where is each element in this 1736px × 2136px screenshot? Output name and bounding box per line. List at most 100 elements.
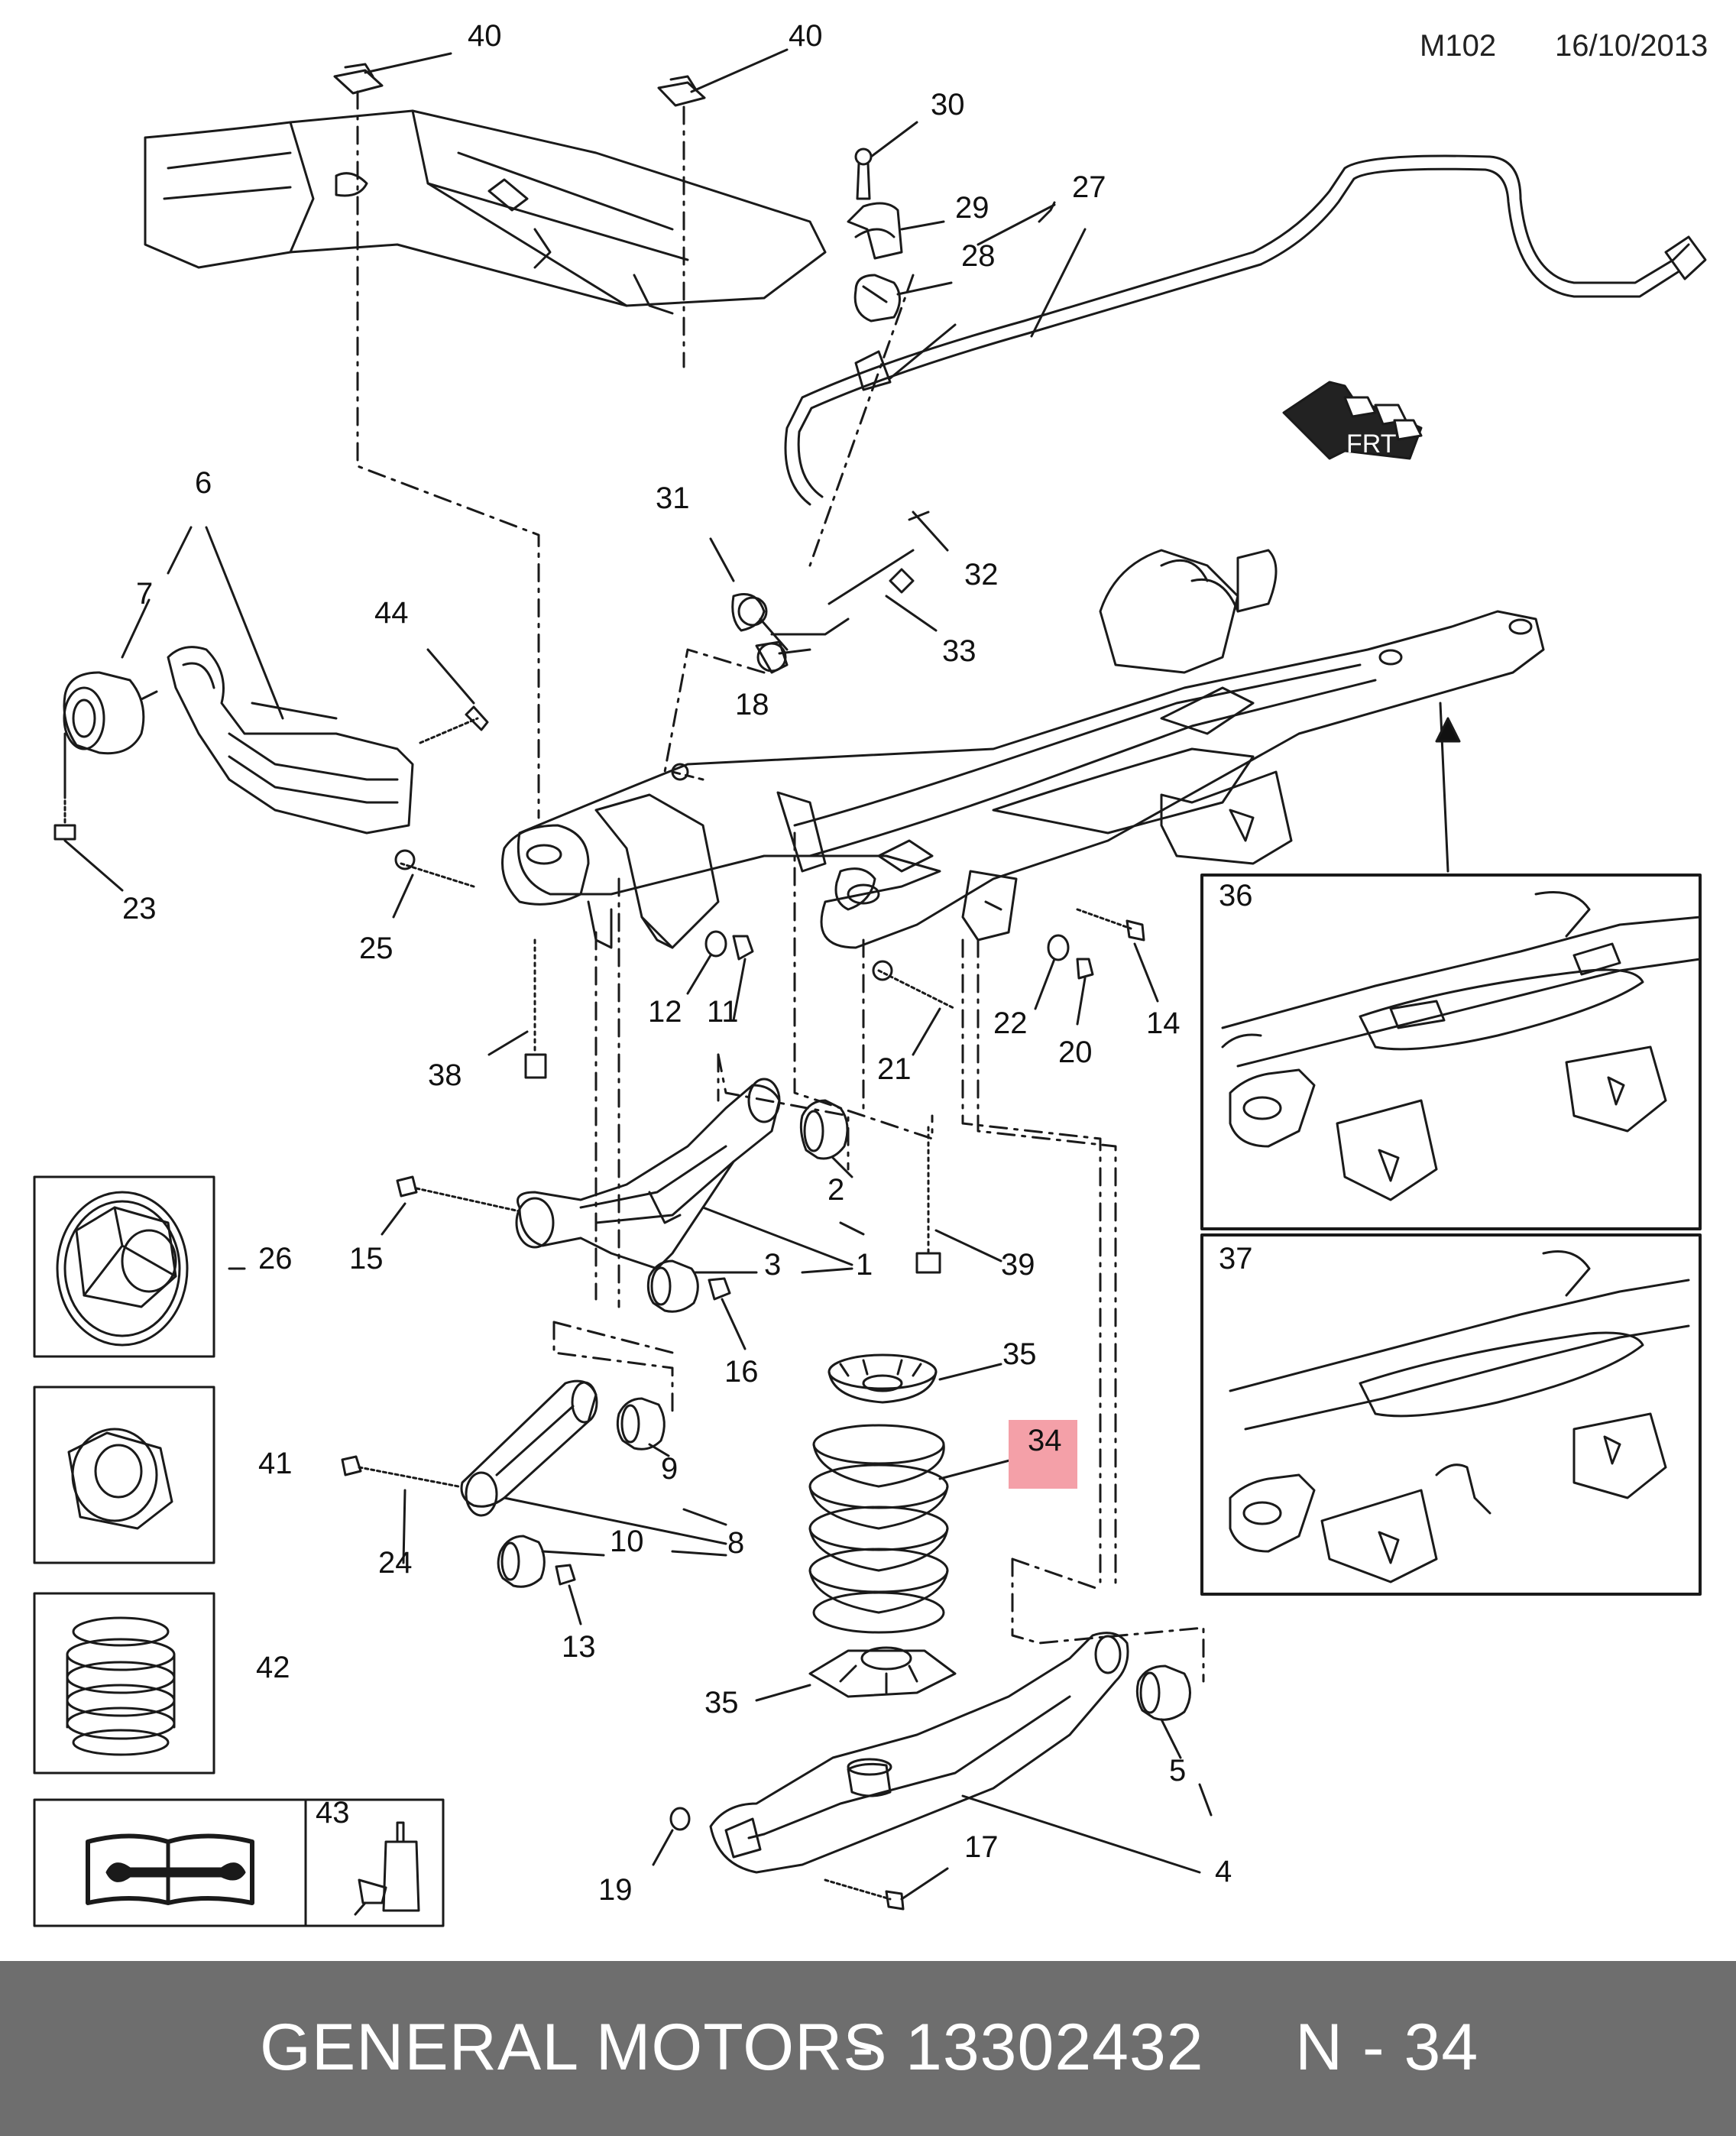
- part-22-washer: [1047, 934, 1070, 961]
- body-frame-rail: [144, 109, 827, 315]
- callout-3: 3: [764, 1248, 781, 1282]
- callout-2: 2: [828, 1173, 844, 1207]
- bellows-boot-icon: [66, 1616, 176, 1756]
- part-11-nut: [732, 935, 754, 961]
- part-3-bushing: [646, 1259, 699, 1313]
- hex-nut-icon: [67, 1428, 173, 1530]
- part-25-bolt: [394, 849, 475, 888]
- callout-10: 10: [610, 1525, 644, 1558]
- part-14-bolt: [1076, 908, 1145, 942]
- callout-29: 29: [955, 191, 989, 225]
- rear-subframe-crossmember: [517, 549, 1545, 949]
- footer-separator: -: [852, 2011, 875, 2084]
- callout-37: 37: [1219, 1242, 1253, 1275]
- part-27-stabilizer-bar: [784, 154, 1707, 506]
- part-15-bolt: [396, 1175, 521, 1213]
- callout-24: 24: [378, 1546, 413, 1580]
- callout-6: 6: [195, 466, 212, 500]
- frt-marker-text: FRT: [1346, 429, 1396, 459]
- part-10-bushing: [497, 1535, 546, 1588]
- callout-1: 1: [856, 1248, 873, 1282]
- callout-33: 33: [942, 634, 976, 668]
- part-7-bushing: [63, 671, 158, 755]
- callout-35: 35: [1002, 1337, 1037, 1371]
- callout-36: 36: [1219, 879, 1253, 912]
- hex-nut-box: [33, 1386, 215, 1564]
- part-8-lateral-link: [460, 1379, 598, 1517]
- callout-40: 40: [789, 19, 823, 53]
- part-29-clamp-bracket: [847, 202, 903, 260]
- subframe-left-mount: [501, 793, 720, 949]
- callout-8: 8: [727, 1526, 744, 1560]
- highlight-box-34: [1009, 1420, 1077, 1489]
- part-40-nut-right: [657, 75, 706, 107]
- adhesive-bottle-icon: [354, 1821, 420, 1916]
- callout-31: 31: [656, 481, 690, 515]
- callout-38: 38: [428, 1058, 462, 1092]
- part-31-stabilizer-link: [731, 593, 850, 674]
- part-38-bolt: [524, 938, 547, 1079]
- part-21-bolt: [872, 960, 957, 1010]
- footer-position-label: N - 34: [1295, 2011, 1479, 2084]
- part-13-nut: [555, 1564, 576, 1586]
- callout-41: 41: [258, 1447, 293, 1480]
- part-1-control-arm: [515, 1078, 781, 1270]
- part-35-spring-seat-lower: [808, 1646, 957, 1698]
- part-18-stud: [671, 763, 704, 781]
- part-5-bushing: [1135, 1664, 1191, 1721]
- callout-18: 18: [735, 688, 769, 721]
- hex-flange-nut-icon: [56, 1191, 189, 1347]
- hex-flange-nut-box: [33, 1175, 246, 1358]
- diagram-date: 16/10/2013: [1555, 29, 1708, 63]
- part-30-bolt: [854, 147, 873, 200]
- part-12-washer: [704, 930, 727, 958]
- callout-25: 25: [359, 932, 394, 965]
- part-16-nut: [708, 1277, 731, 1301]
- footer-brand: GENERAL MOTORS: [260, 2011, 888, 2084]
- callout-35: 35: [704, 1686, 739, 1719]
- part-4-lower-control-arm: [709, 1632, 1129, 1874]
- bellows-boot-box: [33, 1592, 215, 1775]
- service-box: [33, 1798, 445, 1927]
- part-2-bushing: [799, 1099, 849, 1160]
- callout-22: 22: [993, 1006, 1028, 1040]
- callout-42: 42: [256, 1651, 290, 1684]
- callout-21: 21: [877, 1052, 912, 1086]
- part-19-washer: [669, 1807, 691, 1831]
- inset-37-subframe-view: [1200, 1233, 1702, 1596]
- frt-arrow-icon: [1282, 381, 1423, 460]
- part-20-nut: [1076, 958, 1094, 980]
- callout-32: 32: [964, 558, 999, 592]
- part-23-bolt: [53, 793, 76, 841]
- callout-13: 13: [562, 1630, 596, 1664]
- callout-44: 44: [374, 596, 409, 630]
- part-28-bushing: [853, 274, 901, 323]
- part-39-bolt: [915, 1126, 941, 1274]
- callout-27: 27: [1072, 170, 1106, 204]
- callout-4: 4: [1215, 1855, 1232, 1888]
- exploded-view-drawing: FRT: [33, 19, 1707, 1927]
- repair-manual-icon: [86, 1833, 254, 1905]
- part-40-nut-left: [333, 63, 384, 95]
- footer-part-number: 13302432: [905, 2011, 1204, 2084]
- guide-lines: [356, 90, 1205, 1683]
- callout-39: 39: [1001, 1248, 1035, 1282]
- callout-14: 14: [1146, 1006, 1181, 1040]
- callout-30: 30: [931, 88, 965, 122]
- callout-12: 12: [648, 995, 682, 1029]
- callout-19: 19: [598, 1873, 633, 1907]
- callout-7: 7: [136, 577, 153, 611]
- callout-11: 11: [707, 995, 739, 1029]
- part-17-bolt: [824, 1878, 905, 1911]
- part-9-bushing: [616, 1397, 666, 1450]
- part-35-spring-seat-upper: [828, 1353, 938, 1404]
- model-code: M102: [1420, 29, 1497, 63]
- footer-bar: [0, 1961, 1736, 2136]
- callout-43: 43: [316, 1796, 350, 1830]
- callout-28: 28: [961, 239, 996, 273]
- callout-15: 15: [349, 1242, 384, 1275]
- callout-16: 16: [724, 1355, 759, 1389]
- callout-17: 17: [964, 1830, 999, 1864]
